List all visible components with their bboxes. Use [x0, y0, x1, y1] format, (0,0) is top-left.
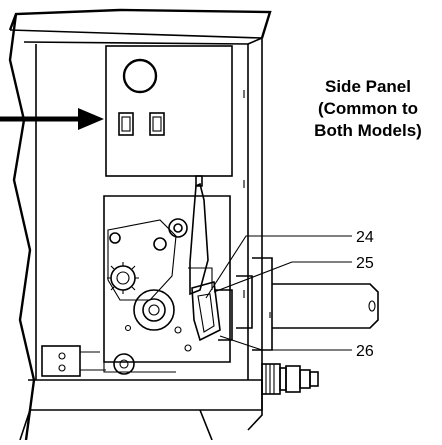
gas-fitting [261, 363, 319, 395]
ref-number-24: 24 [356, 229, 374, 246]
caption-line-2: (Common to [317, 99, 419, 118]
caption-line-3: Both Models) [314, 121, 422, 140]
leader-lines [205, 235, 352, 351]
control-panel [105, 45, 233, 177]
knob-icon [122, 58, 158, 94]
pointer-arrow [0, 108, 104, 130]
drive-gear-icon [110, 265, 136, 291]
switch-right-icon [149, 112, 165, 136]
wire-drive-compartment [103, 175, 233, 375]
terminal-block [41, 345, 106, 377]
machine-housing [8, 8, 272, 441]
side-panel-caption: Side Panel (Common to Both Models) [294, 76, 442, 142]
drive-roll-icon [133, 289, 175, 331]
ref-number-25: 25 [356, 255, 374, 272]
ref-number-26: 26 [356, 343, 374, 360]
switch-left-icon [118, 112, 134, 136]
caption-line-1: Side Panel [325, 77, 411, 96]
